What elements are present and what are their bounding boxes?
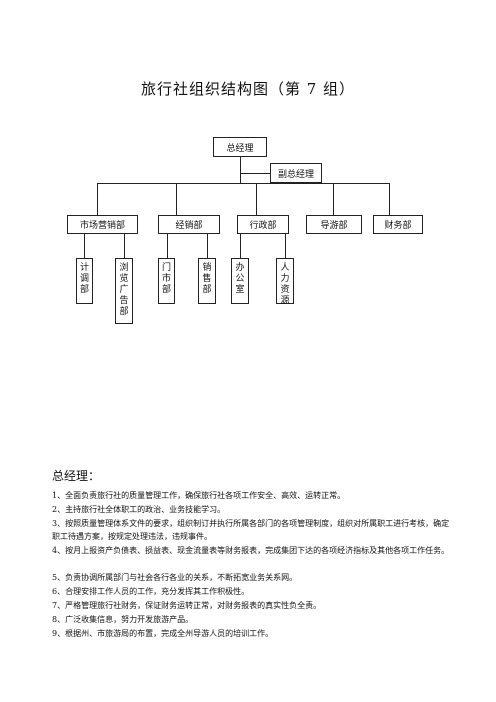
node-general-manager: 总经理 (213, 137, 267, 157)
unit-storefront: 门市部 (158, 258, 175, 304)
duty-item: 8、广泛收集信息，努力开发旅游产品。 (52, 615, 194, 624)
connector-sub-market-1 (84, 233, 85, 258)
connector-sub-sales-1 (167, 233, 168, 258)
connector-root-trunk (240, 156, 241, 183)
duty-item: 2、主持旅行社全体职工的政治、业务技能学习。 (52, 505, 226, 514)
duty-item: 4、按月上报资产负债表、损益表、现金流量表等财务报表，完成集团下达的各项经济指标… (52, 546, 450, 555)
connector-sub-sales-2 (207, 233, 208, 258)
dept-marketing: 市场营销部 (67, 215, 138, 234)
duty-item: 7、严格管理旅行社财务，保证财务运转正常，对财务报表的真实性负全责。 (52, 601, 322, 610)
unit-office: 办公室 (231, 258, 249, 304)
unit-hr: 人力资源 (276, 258, 294, 306)
duty-item: 5、负责协调所属部门与社会各行各业的关系，不断拓宽业务关系网。 (52, 573, 298, 582)
connector-sub-admin-2 (285, 233, 286, 258)
unit-sales: 销售部 (198, 258, 216, 304)
connector-dept-4 (333, 183, 334, 215)
connector-dept-2 (176, 183, 177, 215)
connector-dept-5 (389, 183, 390, 215)
connector-dept-1 (97, 183, 98, 215)
dept-finance: 财务部 (373, 215, 423, 234)
dept-sales: 经销部 (158, 215, 220, 234)
section-title: 总经理： (52, 469, 101, 483)
connector-sub-market-2 (124, 233, 125, 258)
duty-item: 1、全面负责旅行社的质量管理工作，确保旅行社各项工作安全、高效、运转正常。 (52, 491, 346, 500)
connector-horizontal-bus (97, 183, 389, 184)
duty-item: 6、合理安排工作人员的工作，充分发挥其工作积极性。 (52, 587, 250, 596)
duty-item: 9、根据州、市旅游局的布置，完成全州导游人员的培训工作。 (52, 629, 274, 638)
node-deputy-manager: 副总经理 (270, 163, 322, 183)
unit-planning: 计调部 (76, 258, 93, 304)
connector-deputy (240, 173, 270, 174)
connector-dept-3 (256, 183, 257, 215)
unit-advertising: 浏览广告部 (115, 258, 133, 324)
connector-sub-admin-1 (240, 233, 241, 258)
duty-item: 3、按照质量管理体系文件的要求，组织制订并执行所属各部门的各项管理制度，组织对所… (52, 519, 450, 541)
page-title: 旅行社组织结构图（第 7 组） (140, 80, 356, 98)
dept-admin: 行政部 (237, 215, 289, 234)
dept-guide: 导游部 (306, 215, 362, 234)
